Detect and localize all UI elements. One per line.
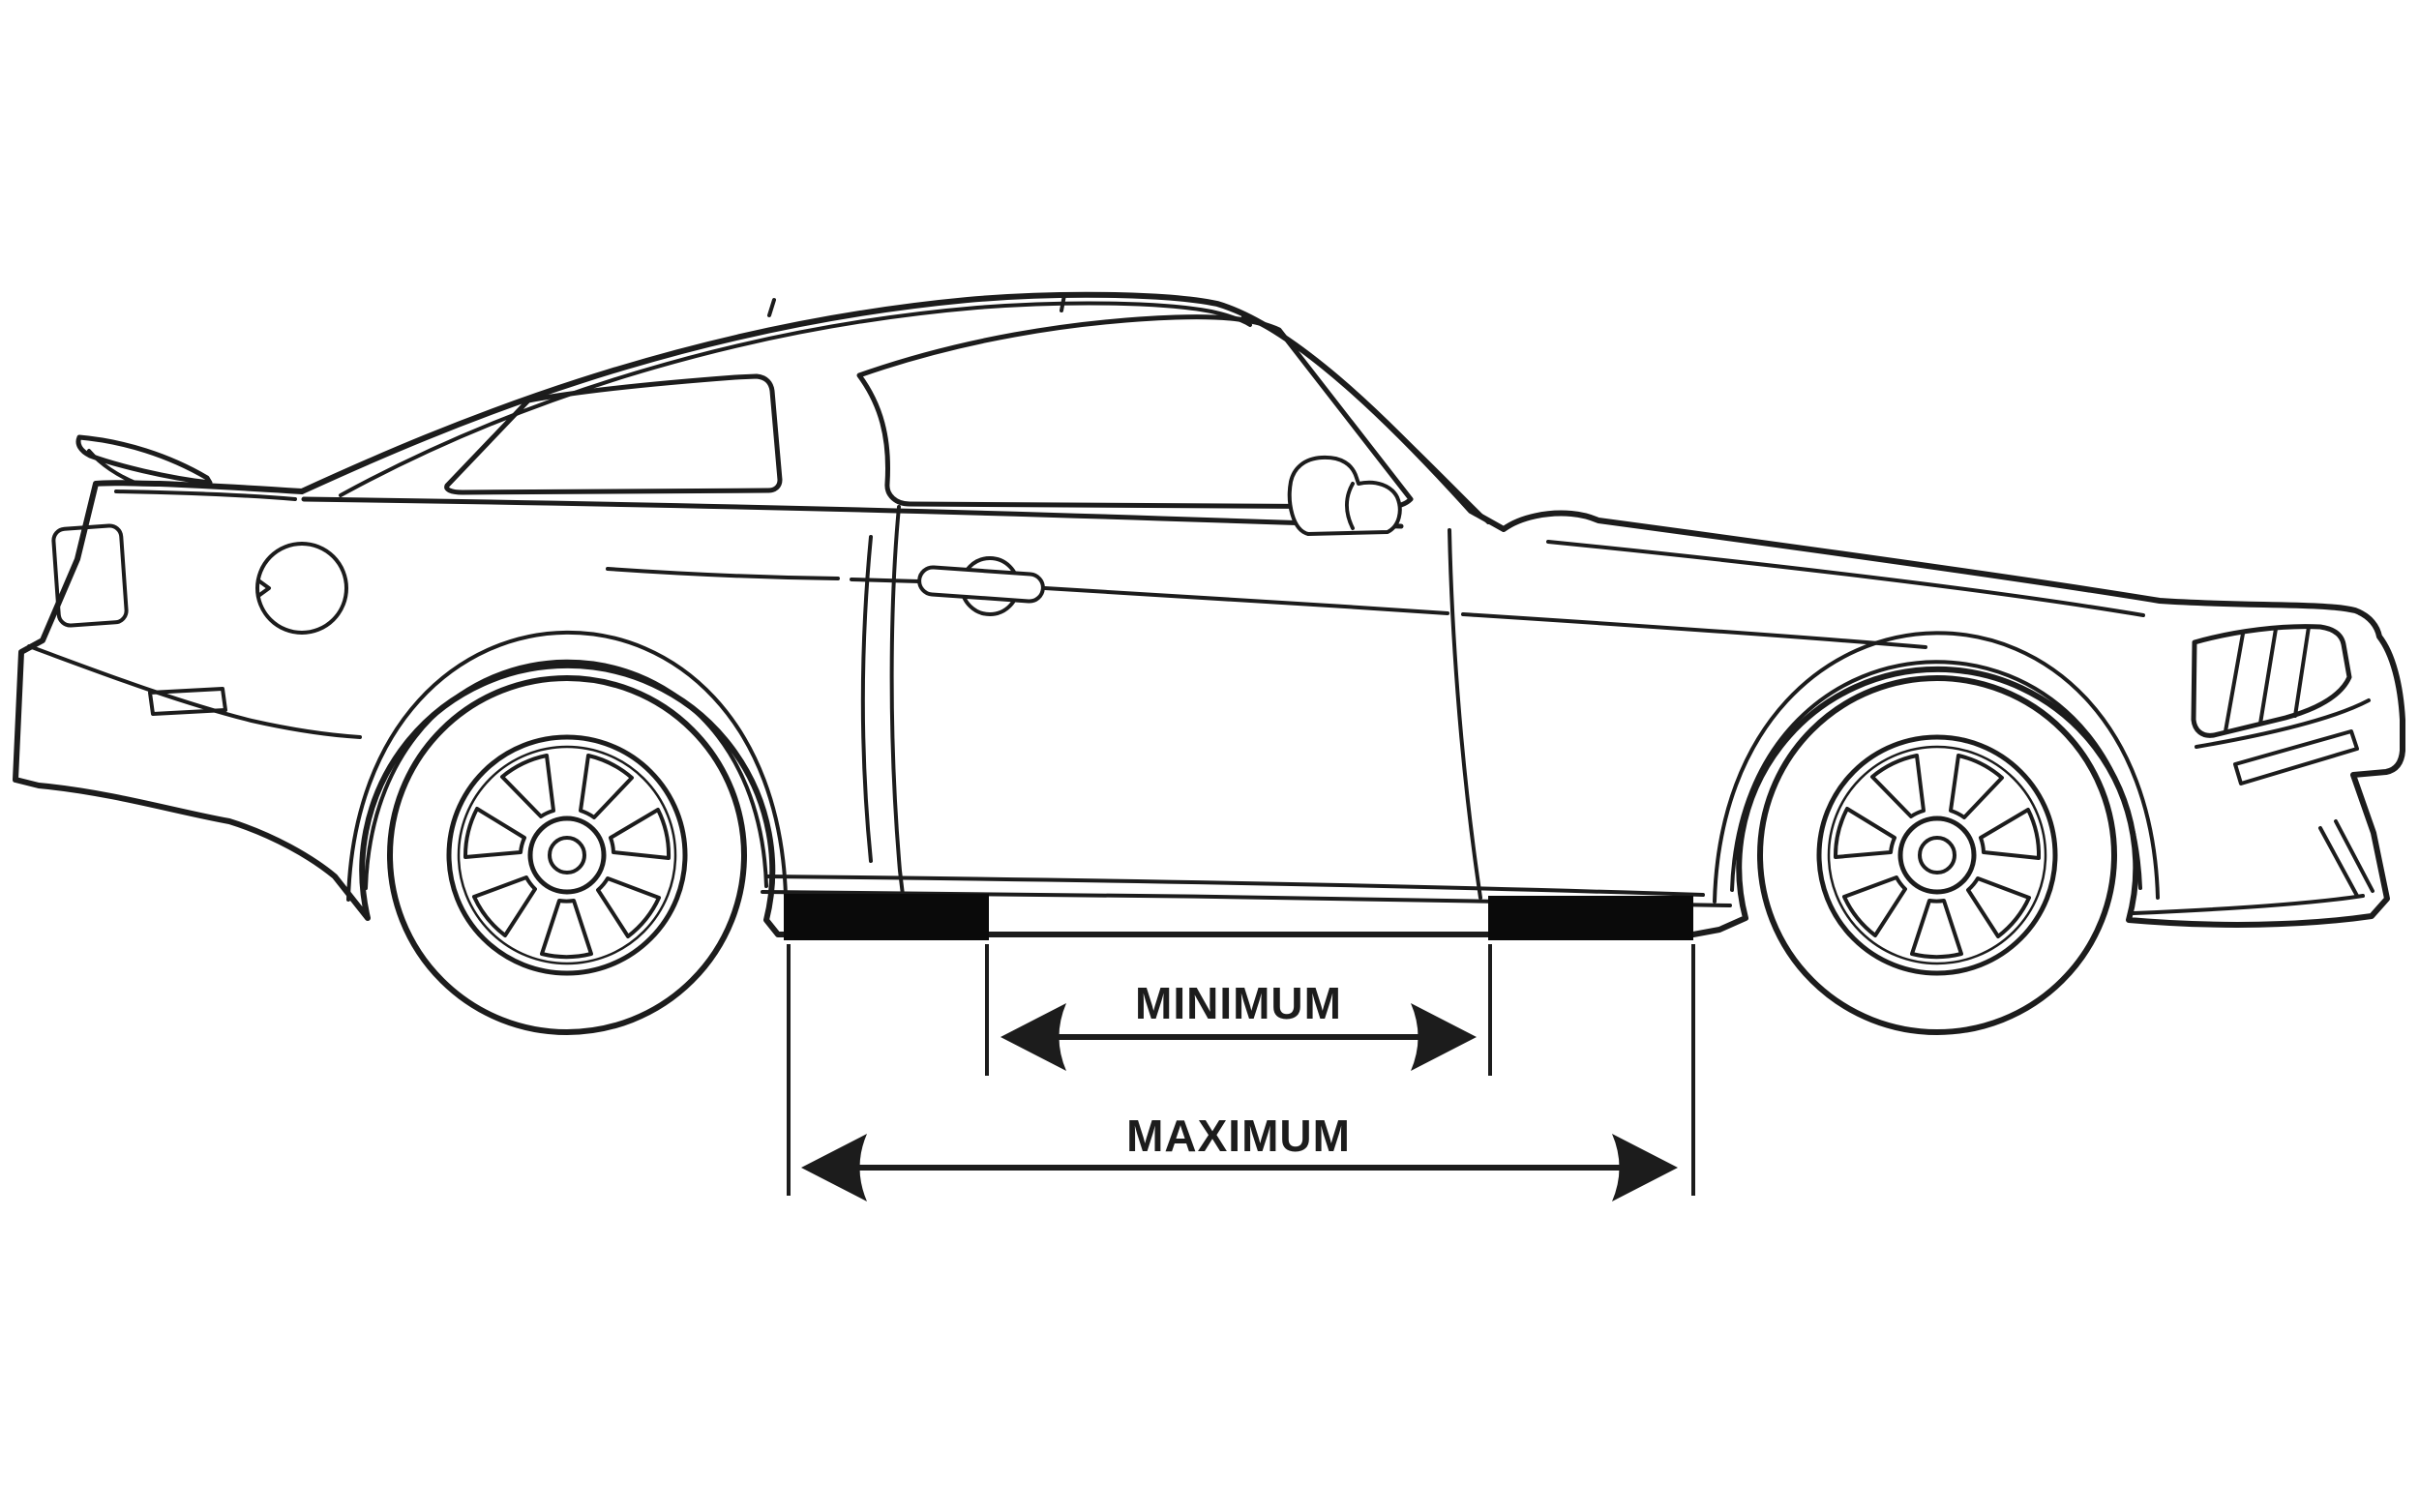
minimum-arrowhead-right	[1411, 1003, 1477, 1071]
door-cut-line-front	[1448, 528, 1482, 900]
front-valence-line	[2132, 894, 2365, 915]
lift-pad-left	[784, 894, 989, 940]
trunk-seam-line	[114, 489, 297, 501]
rear-arch-flare-outer	[346, 631, 788, 902]
door-cut-line-rear	[889, 505, 905, 897]
front-arch-flare-outer	[1713, 631, 2160, 904]
headlight-strake-2	[2258, 627, 2278, 726]
air-dam-line-2	[2334, 819, 2374, 893]
door-handle	[917, 565, 1045, 604]
dimension-arrowheads-and-labels: MINIMUM MAXIMUM	[801, 978, 1678, 1201]
air-dam-line-1	[2318, 826, 2359, 898]
lift-pad-right	[1488, 896, 1693, 940]
hood-cut-line	[1546, 540, 2145, 617]
car-line-art	[13, 291, 2405, 1032]
maximum-arrowhead-right	[1612, 1134, 1678, 1201]
quarter-scallop-line	[860, 535, 873, 863]
quarter-window	[444, 373, 783, 495]
maximum-label: MAXIMUM	[1126, 1111, 1351, 1161]
dimension-annotations: MINIMUM MAXIMUM	[787, 944, 1695, 1201]
roof-panel-tick-rear	[767, 298, 776, 317]
roof-panel-tick-front	[1060, 293, 1066, 312]
headlight-grille	[2191, 624, 2352, 738]
minimum-arrowhead-left	[1000, 1003, 1066, 1071]
lift-point-markers	[784, 894, 1693, 940]
character-line-quarter	[606, 567, 840, 580]
minimum-label: MINIMUM	[1135, 978, 1342, 1028]
rocker-seam-upper	[764, 875, 1705, 897]
headlight-strake-1	[2224, 632, 2245, 733]
a-pillar-line	[1241, 314, 1490, 524]
car-body-outline	[13, 291, 2405, 937]
fuel-door-notch	[256, 578, 271, 598]
tail-light	[51, 523, 129, 628]
bumper-crease-line	[2195, 698, 2371, 749]
rear-spoiler-endcap	[87, 449, 139, 486]
front-wheel	[1760, 678, 2114, 1032]
rear-wheel	[390, 678, 744, 1032]
door-window	[856, 314, 1414, 510]
side-mirror	[1287, 455, 1402, 536]
rear-bumper-seam	[27, 644, 362, 739]
rear-arch-flare-inner	[364, 659, 768, 890]
rear-reflector-slot	[148, 687, 227, 716]
maximum-arrowhead-left	[801, 1134, 867, 1201]
headlight-strake-3	[2293, 625, 2311, 718]
front-arch-flare-inner	[1730, 660, 2142, 892]
rear-spoiler	[75, 434, 213, 486]
side-mirror-detail	[1345, 482, 1355, 530]
bumper-indent-slot	[2233, 729, 2359, 786]
fuel-filler-door	[255, 542, 348, 635]
character-line-door	[850, 578, 1449, 615]
